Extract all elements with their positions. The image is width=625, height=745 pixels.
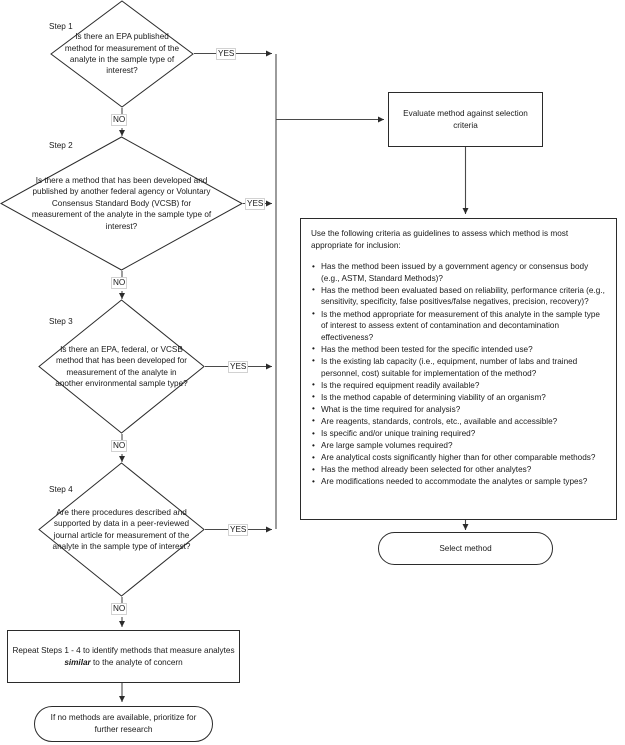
step-4-label: Step 4 xyxy=(49,485,73,494)
evaluate-method-box[interactable]: Evaluate method against selection criter… xyxy=(388,92,543,147)
step-2-label: Step 2 xyxy=(49,141,73,150)
criteria-item: Is the existing lab capacity (i.e., equi… xyxy=(311,355,607,379)
criteria-item: Has the method been issued by a governme… xyxy=(311,261,607,284)
no-methods-terminator-label: If no methods are available, prioritize … xyxy=(50,713,197,734)
criteria-item: Is the method capable of determining via… xyxy=(311,391,607,404)
criteria-intro: Use the following criteria as guidelines… xyxy=(311,229,569,250)
diamond-shape xyxy=(38,462,205,597)
criteria-item: Are large sample volumes required? xyxy=(311,440,607,452)
criteria-item: Are analytical costs significantly highe… xyxy=(311,452,607,464)
criteria-item: What is the time required for analysis? xyxy=(311,403,607,416)
criteria-item: Has the method been tested for the speci… xyxy=(311,343,607,356)
decision-step-4[interactable]: Are there procedures described and suppo… xyxy=(38,462,205,597)
criteria-item: Is the required equipment readily availa… xyxy=(311,379,607,392)
decision-step-3[interactable]: Is there an EPA, federal, or VCSB method… xyxy=(38,299,205,434)
criteria-item: Has the method already been selected for… xyxy=(311,464,607,476)
edge-label-step-3-no: NO xyxy=(111,440,128,452)
criteria-box[interactable]: Use the following criteria as guidelines… xyxy=(300,218,617,520)
step-3-label: Step 3 xyxy=(49,317,73,326)
edge-label-step-4-no: NO xyxy=(111,603,128,615)
edge-label-step-3-yes: YES xyxy=(228,361,249,373)
diamond-shape xyxy=(50,0,194,108)
repeat-steps-box[interactable]: Repeat Steps 1 - 4 to identify methods t… xyxy=(7,630,240,683)
select-method-label: Select method xyxy=(439,543,492,553)
diamond-shape xyxy=(38,299,205,434)
select-method-terminator[interactable]: Select method xyxy=(378,532,553,565)
decision-step-1-text: Is there an EPA published method for mea… xyxy=(64,32,180,76)
step-1-label: Step 1 xyxy=(49,22,73,31)
decision-step-3-text: Is there an EPA, federal, or VCSB method… xyxy=(55,344,188,388)
decision-step-2-text: Is there a method that has been develope… xyxy=(31,175,212,231)
criteria-item: Is the method appropriate for measuremen… xyxy=(311,308,607,344)
edge-label-step-1-no: NO xyxy=(111,114,128,126)
edge-label-step-2-yes: YES xyxy=(245,198,266,210)
repeat-text-before: Repeat Steps 1 - 4 to identify methods t… xyxy=(12,645,235,655)
criteria-item: Has the method been evaluated based on r… xyxy=(311,284,607,308)
repeat-steps-text: Repeat Steps 1 - 4 to identify methods t… xyxy=(8,645,239,668)
edge-label-step-2-no: NO xyxy=(111,277,128,289)
criteria-item: Are reagents, standards, controls, etc.,… xyxy=(311,415,607,428)
decision-step-2[interactable]: Is there a method that has been develope… xyxy=(0,136,243,271)
diamond-shape xyxy=(0,136,243,271)
no-methods-terminator[interactable]: If no methods are available, prioritize … xyxy=(34,706,213,742)
criteria-item: Is specific and/or unique training requi… xyxy=(311,428,607,440)
edge-label-step-1-yes: YES xyxy=(216,48,237,60)
edge-label-step-4-yes: YES xyxy=(228,524,249,536)
decision-step-1[interactable]: Is there an EPA published method for mea… xyxy=(50,0,194,108)
repeat-text-emphasis: similar xyxy=(64,657,91,667)
repeat-text-after: to the analyte of concern xyxy=(90,657,183,667)
criteria-item: Are modifications needed to accommodate … xyxy=(311,476,607,488)
criteria-list: Has the method been issued by a governme… xyxy=(311,261,607,488)
evaluate-method-label: Evaluate method against selection criter… xyxy=(403,108,528,130)
decision-step-4-text: Are there procedures described and suppo… xyxy=(52,507,191,551)
